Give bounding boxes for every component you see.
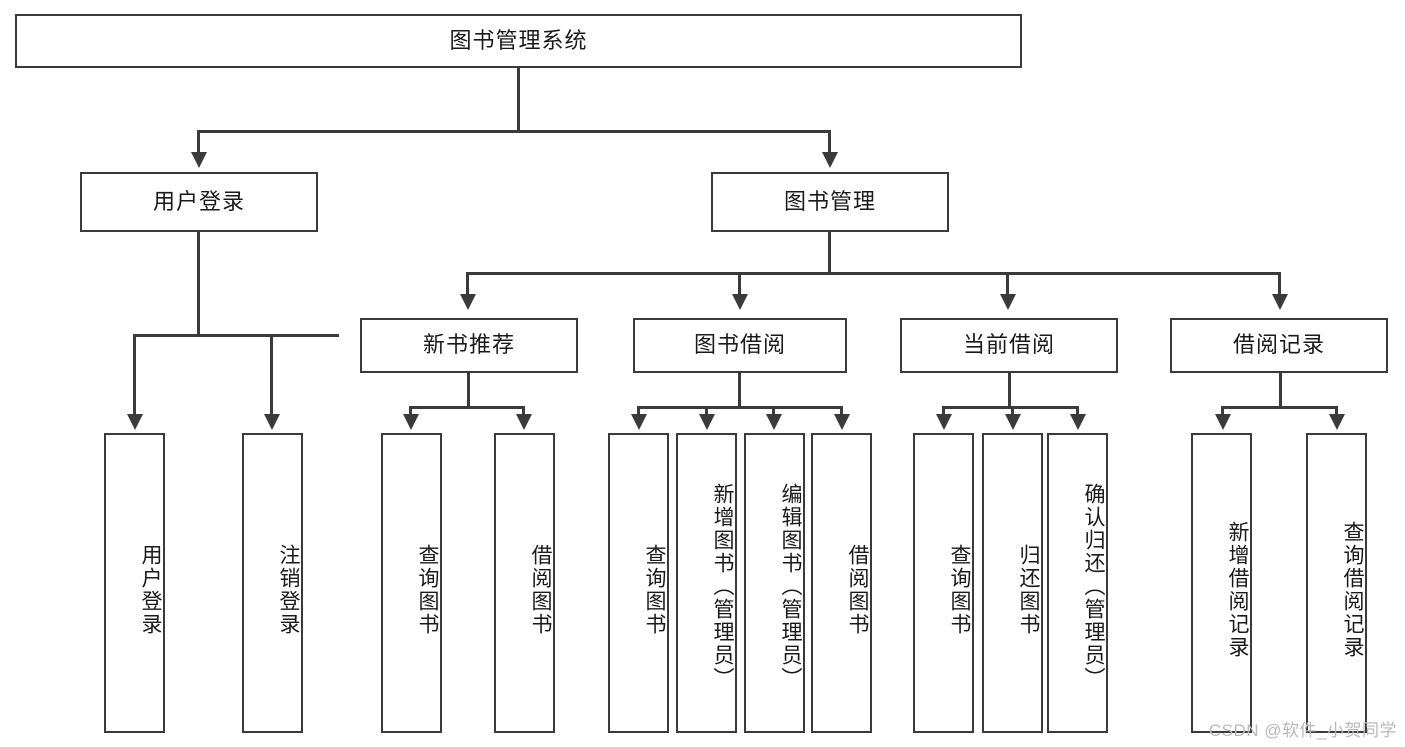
- arrow-to-leaf-query-record: [1329, 414, 1345, 430]
- arrow-to-leaf-query-book-nbr: [403, 414, 419, 430]
- leaf-borrow-book-recommend[interactable]: 借阅图书: [494, 433, 555, 733]
- arrow-to-leaf-add-record: [1215, 414, 1231, 430]
- leaf-query-book-current[interactable]: 查询图书: [913, 433, 974, 733]
- arrow-to-leaf-confirm-return: [1070, 414, 1086, 430]
- connector-bb-to-leaf-1: [637, 406, 640, 418]
- node-label: 用户登录: [152, 188, 245, 214]
- connector-bb-to-leaf-2: [705, 406, 708, 418]
- node-label: 注销登录: [277, 544, 300, 636]
- node-label: 借阅图书: [529, 544, 552, 636]
- connector-user-login-bus: [133, 334, 339, 337]
- connector-bm-to-borrow-record: [1278, 272, 1281, 298]
- connector-bm-to-new-book: [466, 272, 469, 298]
- connector-root-stem: [517, 68, 520, 130]
- arrow-to-leaf-borrow-book-bb: [834, 414, 850, 430]
- connector-bb-to-leaf-4: [840, 406, 843, 418]
- leaf-query-book-borrow[interactable]: 查询图书: [608, 433, 669, 733]
- connector-user-login-stem: [197, 232, 200, 334]
- watermark-csdn: CSDN @软件_小贺同学: [1208, 721, 1397, 740]
- connector-nbr-bus: [409, 406, 525, 409]
- arrow-to-new-book-recommend: [460, 294, 476, 310]
- connector-cb-to-leaf-2: [1011, 406, 1014, 418]
- node-book-borrow[interactable]: 图书借阅: [633, 318, 847, 373]
- node-label: 确认归还（管理员）: [1082, 482, 1105, 690]
- arrow-to-leaf-query-book-bb: [631, 414, 647, 430]
- leaf-query-borrow-record[interactable]: 查询借阅记录: [1306, 433, 1367, 733]
- arrow-to-leaf-logout: [264, 414, 280, 430]
- node-label: 归还图书: [1017, 544, 1040, 636]
- leaf-edit-book-admin[interactable]: 编辑图书（管理员）: [744, 433, 805, 733]
- connector-root-to-book-management: [828, 130, 831, 156]
- leaf-add-borrow-record[interactable]: 新增借阅记录: [1191, 433, 1252, 733]
- connector-br-stem: [1279, 373, 1282, 406]
- connector-cb-bus: [942, 406, 1078, 409]
- node-label: 查询图书: [948, 544, 971, 636]
- arrow-to-user-login: [191, 152, 207, 168]
- connector-br-bus: [1221, 406, 1338, 409]
- arrow-to-leaf-query-book-cb: [936, 414, 952, 430]
- node-label: 编辑图书（管理员）: [779, 482, 802, 690]
- node-label: 借阅图书: [846, 544, 869, 636]
- connector-cb-to-leaf-1: [942, 406, 945, 418]
- leaf-confirm-return-admin[interactable]: 确认归还（管理员）: [1047, 433, 1108, 733]
- node-label: 图书管理: [783, 188, 876, 214]
- connector-br-to-leaf-2: [1335, 406, 1338, 418]
- connector-bb-bus: [637, 406, 843, 409]
- arrow-to-book-management: [822, 152, 838, 168]
- node-label: 借阅记录: [1232, 332, 1325, 358]
- node-user-login[interactable]: 用户登录: [80, 172, 318, 232]
- arrow-to-current-borrow: [1000, 294, 1016, 310]
- connector-bm-to-current-borrow: [1006, 272, 1009, 298]
- arrow-to-leaf-borrow-book-nbr: [516, 414, 532, 430]
- connector-bm-to-book-borrow: [738, 272, 741, 298]
- node-new-book-recommend[interactable]: 新书推荐: [360, 318, 578, 373]
- arrow-to-leaf-return-book: [1005, 414, 1021, 430]
- node-label: 查询借阅记录: [1341, 521, 1364, 659]
- node-current-borrow[interactable]: 当前借阅: [900, 318, 1118, 373]
- connector-nbr-to-leaf-1: [409, 406, 412, 418]
- arrow-to-book-borrow: [732, 294, 748, 310]
- node-book-management[interactable]: 图书管理: [711, 172, 949, 232]
- node-root-book-management-system[interactable]: 图书管理系统: [15, 14, 1022, 68]
- connector-user-login-to-leaf-1: [133, 334, 136, 418]
- connector-nbr-to-leaf-2: [522, 406, 525, 418]
- leaf-query-book-recommend[interactable]: 查询图书: [381, 433, 442, 733]
- leaf-return-book[interactable]: 归还图书: [982, 433, 1043, 733]
- arrow-to-leaf-edit-book: [766, 414, 782, 430]
- node-label: 查询图书: [416, 544, 439, 636]
- leaf-logout[interactable]: 注销登录: [242, 433, 303, 733]
- connector-br-to-leaf-1: [1221, 406, 1224, 418]
- node-label: 用户登录: [139, 544, 162, 636]
- node-label: 新增借阅记录: [1226, 521, 1249, 659]
- node-label: 图书借阅: [693, 332, 786, 358]
- leaf-add-book-admin[interactable]: 新增图书（管理员）: [676, 433, 737, 733]
- connector-cb-stem: [1008, 373, 1011, 406]
- node-borrow-record[interactable]: 借阅记录: [1170, 318, 1388, 373]
- node-label: 当前借阅: [962, 332, 1055, 358]
- arrow-to-borrow-record: [1272, 294, 1288, 310]
- connector-bb-to-leaf-3: [772, 406, 775, 418]
- connector-book-management-stem: [828, 232, 831, 272]
- leaf-borrow-book[interactable]: 借阅图书: [811, 433, 872, 733]
- node-label: 新书推荐: [422, 332, 515, 358]
- connector-root-to-user-login: [197, 130, 200, 156]
- connector-book-management-bus: [466, 272, 1278, 275]
- node-label: 新增图书（管理员）: [711, 482, 734, 690]
- arrow-to-leaf-user-login: [127, 414, 143, 430]
- connector-bb-stem: [738, 373, 741, 406]
- node-label: 查询图书: [643, 544, 666, 636]
- connector-user-login-to-leaf-2: [270, 334, 273, 418]
- node-label: 图书管理系统: [449, 27, 588, 53]
- arrow-to-leaf-add-book: [699, 414, 715, 430]
- connector-nbr-stem: [467, 373, 470, 406]
- connector-cb-to-leaf-3: [1076, 406, 1079, 418]
- connector-root-bus: [197, 130, 831, 133]
- leaf-user-login[interactable]: 用户登录: [104, 433, 165, 733]
